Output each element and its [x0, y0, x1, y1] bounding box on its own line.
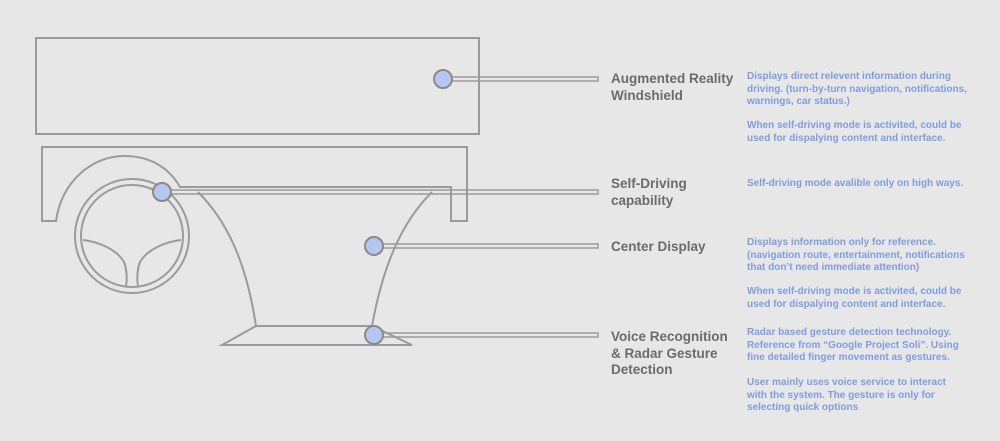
feature-title-voice-gesture: Voice Recognition & Radar Gesture Detect… [611, 329, 728, 377]
connector-line-ar-windshield [442, 76, 599, 82]
steering-wheel-inner [80, 184, 184, 288]
feature-desc-voice-gesture-voice: User mainly uses voice service to intera… [747, 377, 946, 414]
center-console-left [197, 191, 257, 327]
feature-desc-ar-windshield-selfdriving: When self-driving mode is activited, cou… [747, 120, 962, 144]
feature-desc-center-display: Displays information only for reference.… [747, 237, 965, 274]
dashboard-outline [41, 146, 468, 222]
windshield-outline [35, 37, 480, 135]
connector-line-voice-gesture [373, 332, 599, 338]
feature-desc-self-driving: Self-driving mode avalible only on high … [747, 178, 964, 189]
feature-desc-voice-gesture-radar: Radar based gesture detection technology… [747, 327, 959, 364]
steering-wheel-rim [74, 178, 190, 294]
marker-dot-ar-windshield [433, 69, 453, 89]
center-console-right [371, 191, 433, 327]
console-base [218, 325, 413, 346]
feature-desc-center-display-selfdriving: When self-driving mode is activited, cou… [747, 286, 962, 310]
steering-wheel-spokes [82, 239, 182, 288]
marker-dot-voice-gesture [364, 325, 384, 345]
connector-line-center-display [373, 243, 599, 249]
connector-line-self-driving [161, 189, 599, 195]
feature-desc-ar-windshield: Displays direct relevent information dur… [747, 71, 967, 108]
feature-title-self-driving: Self-Driving capability [611, 176, 687, 208]
marker-dot-self-driving [152, 182, 172, 202]
marker-dot-center-display [364, 236, 384, 256]
feature-title-center-display: Center Display [611, 239, 706, 254]
feature-title-ar-windshield: Augmented Reality Windshield [611, 71, 734, 103]
